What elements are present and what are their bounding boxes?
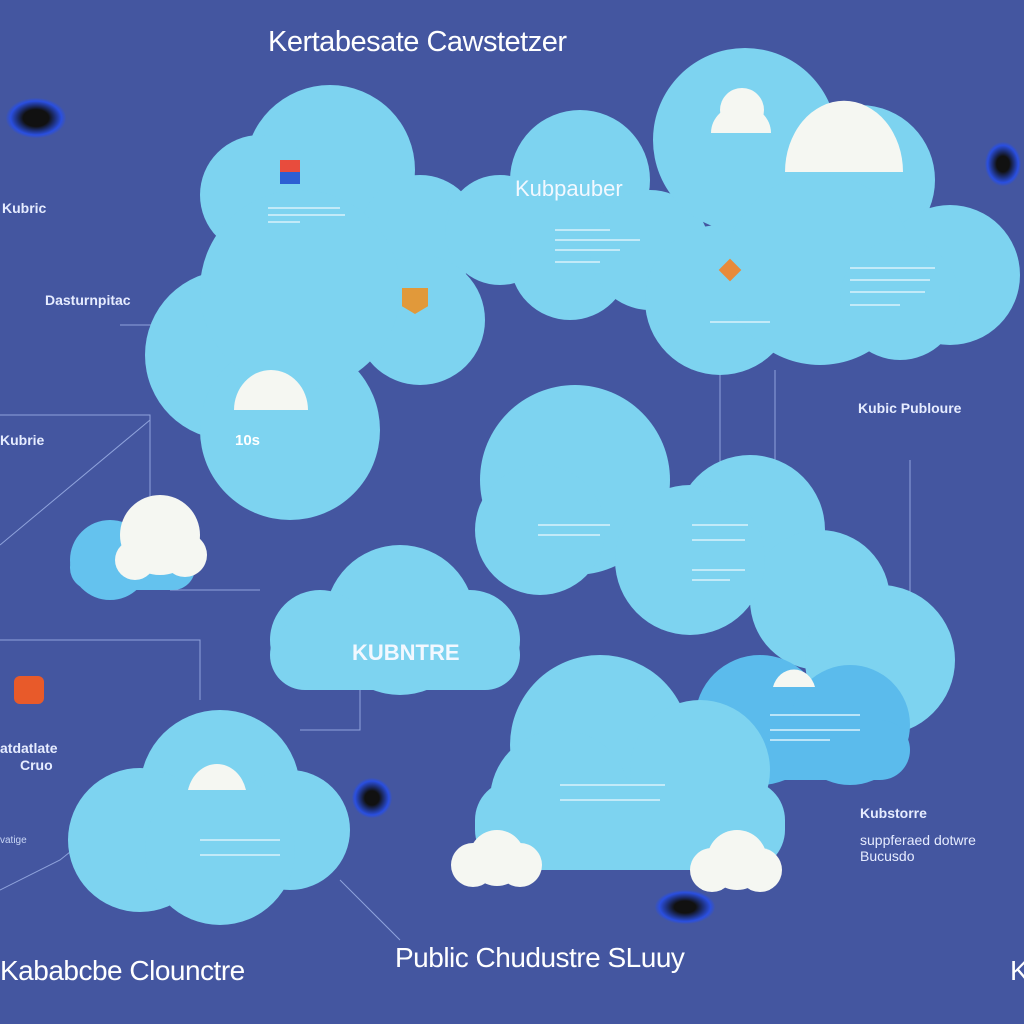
package-logo-icon: [14, 676, 44, 704]
side-label: Kubrie: [0, 432, 45, 448]
cloud-label-middle: KUBNTRE: [352, 640, 460, 665]
side-label: Kubic Publoure: [858, 400, 962, 416]
cloud-center-right: [475, 385, 955, 735]
kubernetes-logo-icon: [6, 98, 66, 138]
diagram-title: Kertabesate Cawstetzer: [268, 26, 567, 58]
cloud-top-left: [145, 85, 485, 520]
placeholder-text-lines: [200, 207, 935, 856]
cloud-label-small: 10s: [235, 432, 261, 449]
cloud-top-right: [645, 48, 1020, 375]
side-label: Kubric: [2, 200, 47, 216]
side-label: atdatlate: [0, 740, 58, 756]
kubernetes-logo-icon: [985, 142, 1021, 186]
cloud-middle: [270, 545, 520, 695]
kubernetes-logo-icon: [352, 778, 392, 818]
side-label: suppferaed dotwre: [860, 832, 976, 848]
service-logo-icon: [280, 160, 300, 184]
footer-center-title: Public Chudustre SLuuy: [395, 942, 685, 973]
kubernetes-logo-icon: [655, 890, 715, 924]
side-label: Kubstorre: [860, 805, 927, 821]
footer-left-title: Kababcbe Clounctre: [0, 955, 245, 986]
cloud-top-center: [445, 110, 710, 320]
cloud-label-top: Kubpauber: [515, 176, 623, 201]
white-cloud-icons: [115, 88, 903, 892]
footer-right-fragment: K: [1010, 955, 1024, 986]
side-label: vatige: [0, 835, 27, 846]
side-label: Cruo: [20, 757, 53, 773]
side-label: Bucusdo: [860, 848, 915, 864]
cloud-bottom-left: [68, 710, 350, 925]
side-label: Dasturnpitac: [45, 292, 131, 308]
connector-lines: [0, 324, 911, 941]
